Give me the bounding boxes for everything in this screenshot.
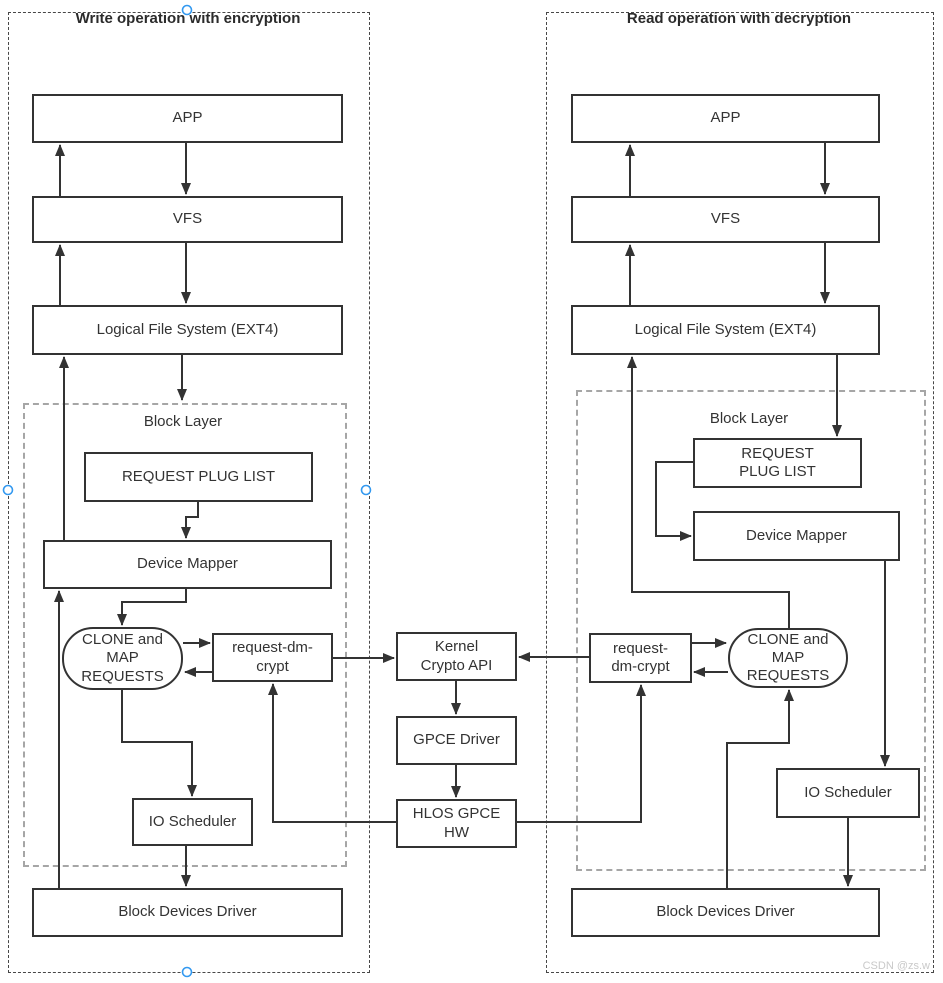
write-clone-map-requests-shape: CLONE and MAP REQUESTS xyxy=(62,627,183,690)
read-request-plug-list-box: REQUEST PLUG LIST xyxy=(693,438,862,488)
write-io-scheduler-box: IO Scheduler xyxy=(132,798,253,846)
write-vfs-box: VFS xyxy=(32,196,343,243)
kernel-crypto-api-box: Kernel Crypto API xyxy=(396,632,517,681)
watermark-text: CSDN @zs.w xyxy=(862,960,930,972)
write-request-plug-list-box: REQUEST PLUG LIST xyxy=(84,452,313,502)
read-vfs-box: VFS xyxy=(571,196,880,243)
read-device-mapper-box: Device Mapper xyxy=(693,511,900,561)
write-device-mapper-box: Device Mapper xyxy=(43,540,332,589)
read-logical-file-system-box: Logical File System (EXT4) xyxy=(571,305,880,355)
read-operation-panel xyxy=(546,12,934,973)
write-panel-title: Write operation with encryption xyxy=(75,10,301,27)
read-block-layer-label: Block Layer xyxy=(709,410,789,427)
read-panel-title: Read operation with decryption xyxy=(626,10,852,27)
read-clone-map-requests-shape: CLONE and MAP REQUESTS xyxy=(728,628,848,688)
write-block-layer-label: Block Layer xyxy=(143,413,223,430)
write-app-box: APP xyxy=(32,94,343,143)
gpce-driver-box: GPCE Driver xyxy=(396,716,517,765)
write-block-devices-driver-box: Block Devices Driver xyxy=(32,888,343,937)
read-request-dm-crypt-box: request- dm-crypt xyxy=(589,633,692,683)
hlos-gpce-hw-box: HLOS GPCE HW xyxy=(396,799,517,848)
read-app-box: APP xyxy=(571,94,880,143)
write-request-dm-crypt-box: request-dm- crypt xyxy=(212,633,333,682)
read-io-scheduler-box: IO Scheduler xyxy=(776,768,920,818)
read-block-devices-driver-box: Block Devices Driver xyxy=(571,888,880,937)
write-logical-file-system-box: Logical File System (EXT4) xyxy=(32,305,343,355)
